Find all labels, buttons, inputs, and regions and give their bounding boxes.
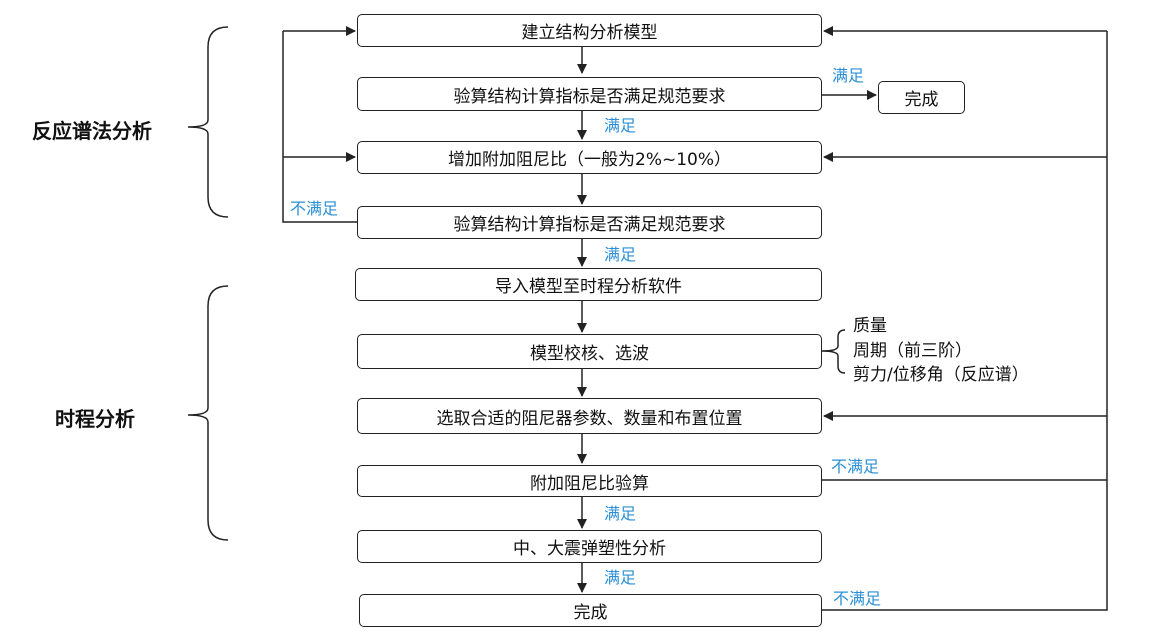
- box-plastic-analysis: 中、大震弹塑性分析: [357, 530, 822, 563]
- label-satisfied-check2: 满足: [604, 245, 637, 264]
- calibration-item-shear: 剪力/位移角（反应谱）: [853, 365, 1029, 385]
- calibration-item-mass: 质量: [853, 316, 887, 336]
- section-title-time-history: 时程分析: [55, 407, 135, 431]
- brace-time-history: [187, 285, 229, 541]
- box-done-bottom: 完成: [359, 594, 822, 627]
- box-add-damping: 增加附加阻尼比（一般为2%~10%）: [357, 141, 822, 174]
- loop-final-not-satisfied: [822, 31, 1108, 611]
- box-model-check: 模型校核、选波: [357, 334, 822, 369]
- label-not-satisfied-left: 不满足: [290, 199, 339, 218]
- section-title-response-spectrum: 反应谱法分析: [32, 119, 152, 143]
- box-check-indices-2: 验算结构计算指标是否满足规范要求: [357, 206, 822, 239]
- box-select-dampers: 选取合适的阻尼器参数、数量和布置位置: [357, 398, 822, 434]
- box-import-model: 导入模型至时程分析软件: [355, 268, 822, 301]
- label-satisfied-check1: 满足: [604, 116, 637, 135]
- label-satisfied-to-done: 满足: [832, 66, 865, 85]
- brace-calibration: [821, 329, 846, 374]
- box-done-top: 完成: [878, 81, 965, 114]
- box-build-model: 建立结构分析模型: [357, 14, 822, 47]
- brace-response-spectrum: [187, 26, 229, 218]
- box-check-indices-1: 验算结构计算指标是否满足规范要求: [357, 77, 822, 111]
- calibration-item-period: 周期（前三阶）: [853, 341, 972, 361]
- label-satisfied-damping: 满足: [604, 504, 637, 523]
- loop-check2-not-satisfied: [282, 31, 357, 223]
- label-satisfied-plastic: 满足: [604, 568, 637, 587]
- box-damping-check: 附加阻尼比验算: [357, 465, 822, 497]
- label-not-satisfied-damping: 不满足: [831, 457, 880, 476]
- label-not-satisfied-final: 不满足: [833, 589, 882, 608]
